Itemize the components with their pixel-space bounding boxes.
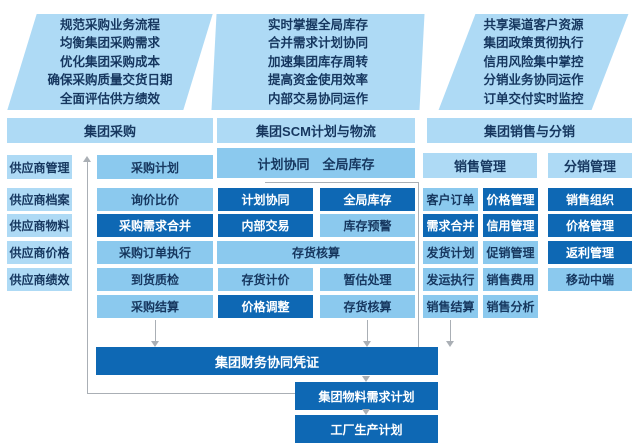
goal-line: 确保采购质量交货日期	[47, 73, 173, 88]
bar-factory-production-plan: 工厂生产计划	[295, 415, 438, 443]
module-supplier-price: 供应商价格	[7, 241, 72, 264]
goal-line: 共享渠道客户资源	[483, 17, 584, 32]
goal-line: 信用风险集中掌控	[483, 54, 584, 69]
goal-banner-sales: 共享渠道客户资源 集团政策贯彻执行 信用风险集中掌控 分销业务协同运作 订单交付…	[438, 14, 629, 110]
module-supplier-material: 供应商物料	[7, 214, 72, 237]
connector-inventory-accounting-to-finance	[367, 320, 368, 341]
connector-sales-settlement-to-finance	[450, 320, 451, 341]
module-mobile-terminal: 移动中端	[548, 268, 632, 291]
module-purchase-order-execution: 采购订单执行	[97, 241, 213, 264]
bar-group-mrp: 集团物料需求计划	[295, 382, 438, 410]
bar-distribution-management: 分销管理	[548, 153, 632, 178]
module-purchase-plan: 采购计划	[97, 155, 213, 179]
goal-line: 分销业务协同运作	[483, 73, 584, 88]
module-purchase-settlement: 采购结算	[97, 295, 213, 318]
arrow-down-icon	[151, 341, 159, 347]
module-sales-analysis: 销售分析	[483, 295, 538, 318]
connector-plan-bar-to-demand-merge-horizontal	[265, 182, 418, 183]
header-group-sales-distribution: 集团销售与分销	[427, 118, 632, 143]
module-price-management-dist: 价格管理	[548, 214, 632, 237]
goal-line: 全面评估供方绩效	[59, 91, 160, 106]
goal-banner-procurement: 规范采购业务流程 均衡集团采购需求 优化集团采购成本 确保采购质量交货日期 全面…	[7, 14, 213, 110]
module-promotion-management: 促销管理	[483, 241, 538, 264]
module-sales-expense: 销售费用	[483, 268, 538, 291]
module-supplier-archive: 供应商档案	[7, 188, 72, 211]
module-demand-merge: 需求合并	[423, 214, 478, 237]
module-supplier-management: 供应商管理	[7, 155, 72, 179]
module-price-management-sales: 价格管理	[483, 188, 538, 211]
module-sales-settlement: 销售结算	[423, 295, 478, 318]
module-inquiry-price-compare: 询价比价	[97, 188, 213, 211]
module-arrival-quality-inspection: 到货质检	[97, 268, 213, 291]
module-customer-order: 客户订单	[423, 188, 478, 211]
module-global-inventory: 全局库存	[320, 188, 415, 211]
goal-line: 提高资金使用效率	[267, 73, 368, 88]
module-rebate-management: 返利管理	[548, 241, 632, 264]
module-credit-management: 信用管理	[483, 214, 538, 237]
arrow-down-icon	[362, 376, 370, 382]
connector-plan-bar-to-finance-vertical	[418, 182, 419, 347]
module-inventory-accounting: 存货核算	[320, 295, 415, 318]
goal-line: 合并需求计划协同	[267, 36, 368, 51]
module-estimate-processing: 暂估处理	[320, 268, 415, 291]
module-delivery-plan: 发货计划	[423, 241, 478, 264]
module-sales-organization: 销售组织	[548, 188, 632, 211]
goal-line: 加速集团库存周转	[267, 54, 368, 69]
module-internal-trade: 内部交易	[218, 214, 313, 237]
module-purchase-demand-merge: 采购需求合并	[97, 214, 213, 237]
goal-line: 内部交易协同运作	[267, 91, 368, 106]
arrow-up-icon	[83, 156, 91, 162]
goal-line: 规范采购业务流程	[59, 17, 160, 32]
module-supplier-performance: 供应商绩效	[7, 268, 72, 291]
module-inventory-valuation: 存货计价	[218, 268, 313, 291]
goal-line: 集团政策贯彻执行	[483, 36, 584, 51]
bar-plan-collab-global-inventory: 计划协同 全局库存	[217, 148, 415, 178]
module-price-adjustment: 价格调整	[218, 295, 313, 318]
goal-line: 订单交付实时监控	[483, 91, 584, 106]
module-shipping-execution: 发运执行	[423, 268, 478, 291]
arrow-down-icon	[362, 409, 370, 415]
connector-mrp-to-purchase-plan-horizontal	[87, 393, 295, 394]
arrow-down-icon	[446, 341, 454, 347]
bar-sales-management: 销售管理	[423, 153, 537, 178]
goal-line: 优化集团采购成本	[59, 54, 160, 69]
goal-line: 均衡集团采购需求	[59, 36, 160, 51]
header-group-procurement: 集团采购	[7, 118, 213, 143]
module-inventory-alert: 库存预警	[320, 214, 415, 237]
header-group-scm-logistics: 集团SCM计划与物流	[217, 118, 415, 143]
goal-banner-scm: 实时掌握全局库存 合并需求计划协同 加速集团库存周转 提高资金使用效率 内部交易…	[211, 14, 425, 110]
module-plan-collaboration: 计划协同	[218, 188, 313, 211]
connector-purchase-settlement-to-finance	[155, 320, 156, 341]
bar-group-finance-voucher: 集团财务协同凭证	[96, 347, 438, 375]
bar-inventory-accounting-group: 存货核算	[217, 241, 415, 264]
goal-line: 实时掌握全局库存	[267, 17, 368, 32]
arrow-down-icon	[363, 341, 371, 347]
connector-mrp-to-purchase-plan-vertical	[87, 162, 88, 393]
